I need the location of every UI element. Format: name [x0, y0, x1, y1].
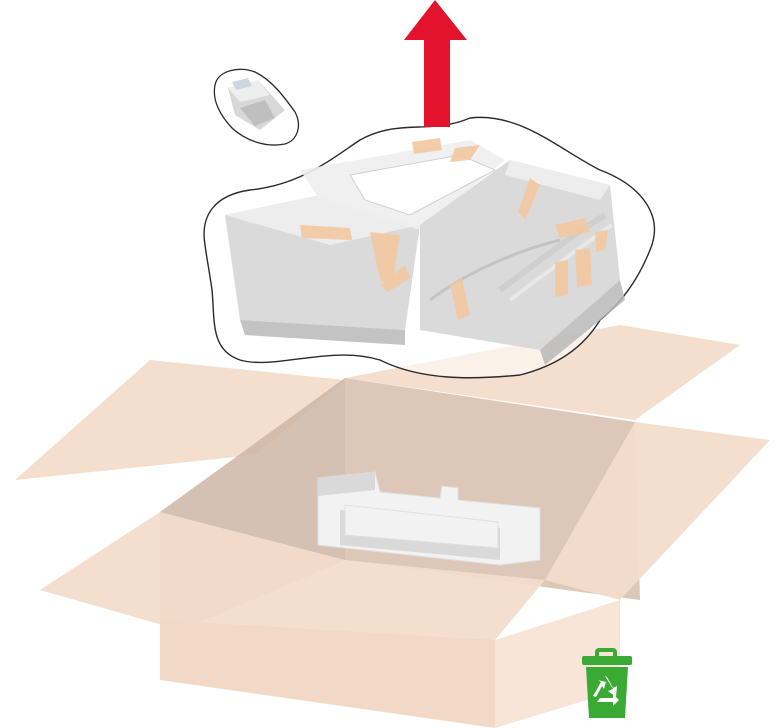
wrapped-accessory — [214, 69, 298, 145]
recycle-bin-icon — [582, 650, 632, 718]
up-arrow-icon — [404, 0, 467, 127]
shipping-box — [15, 325, 770, 728]
